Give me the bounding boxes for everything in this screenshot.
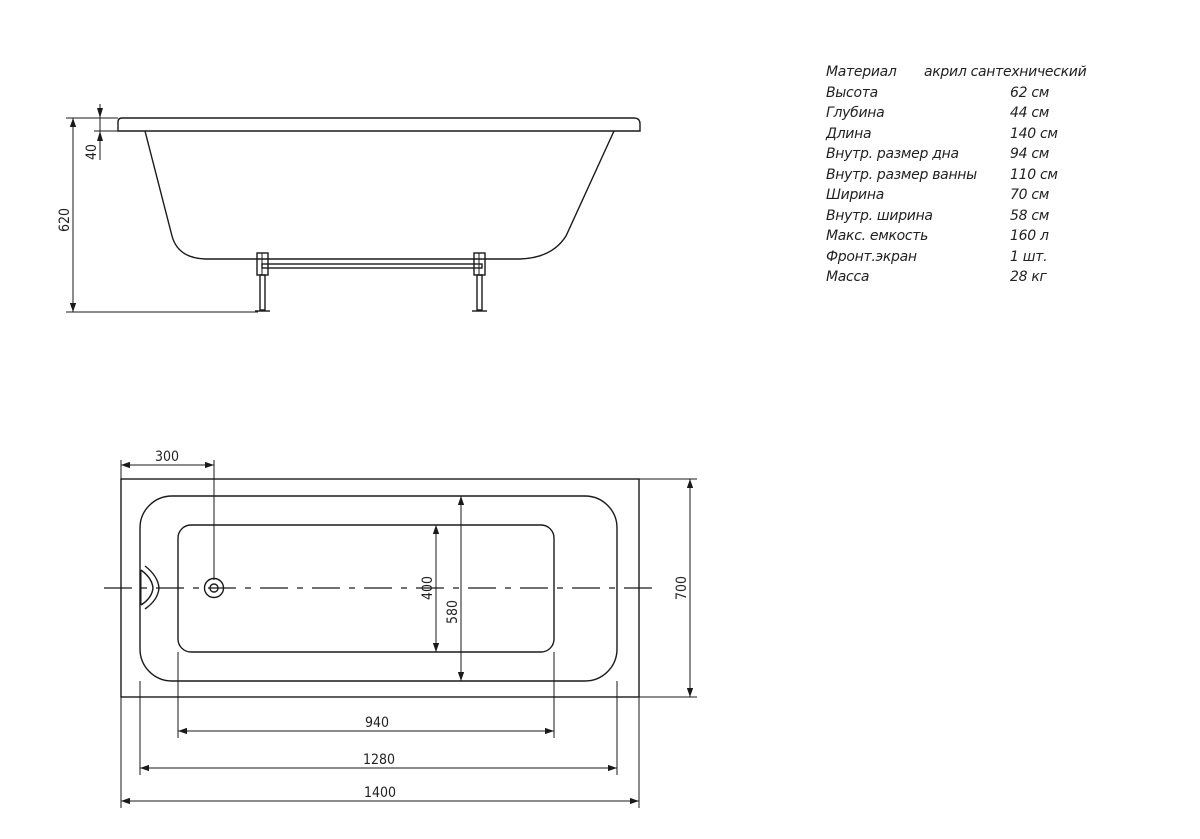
frame-bar bbox=[261, 263, 483, 269]
spec-label: Фронт.экран bbox=[826, 248, 917, 265]
dim-620: 620 bbox=[57, 208, 73, 232]
spec-value: 110 см bbox=[1010, 166, 1058, 183]
side-rim bbox=[117, 117, 641, 132]
spec-value: 160 л bbox=[1010, 228, 1049, 244]
spec-label: Масса bbox=[826, 269, 870, 285]
spec-value: 70 см bbox=[1010, 187, 1050, 203]
side-body bbox=[144, 130, 615, 260]
dim-940: 940 bbox=[365, 715, 389, 731]
spec-label: Внутр. ширина bbox=[826, 207, 933, 224]
spec-value: 1 шт. bbox=[1010, 248, 1048, 265]
left-leg bbox=[255, 252, 270, 312]
spec-row: Фронт.экран 1 шт. bbox=[826, 247, 1076, 268]
spec-label: Длина bbox=[826, 125, 872, 142]
spec-label: Внутр. размер дна bbox=[826, 146, 959, 162]
spec-label: Материал bbox=[826, 64, 897, 80]
spec-value: 94 см bbox=[1010, 146, 1050, 162]
dim-1400: 1400 bbox=[364, 785, 396, 801]
side-view: 620 40 bbox=[57, 104, 641, 313]
top-view: 300 400 580 700 940 1280 1400 bbox=[104, 449, 697, 808]
dim-700: 700 bbox=[674, 576, 690, 600]
dim-400: 400 bbox=[420, 576, 436, 600]
spec-row: Высота 62 см bbox=[826, 83, 1076, 104]
spec-row: Макс. емкость 160 л bbox=[826, 226, 1076, 247]
spec-label: Глубина bbox=[826, 105, 885, 121]
spec-label: Высота bbox=[826, 84, 878, 101]
spec-row: Масса 28 кг bbox=[826, 267, 1076, 288]
spec-label: Ширина bbox=[826, 187, 884, 203]
spec-value: 44 см bbox=[1010, 105, 1050, 121]
overflow-icon bbox=[140, 565, 160, 610]
spec-row: Внутр. ширина 58 см bbox=[826, 206, 1076, 227]
spec-row: Материал акрил сантехнический bbox=[826, 62, 1087, 83]
spec-value: акрил сантехнический bbox=[924, 64, 1087, 80]
spec-row: Ширина 70 см bbox=[826, 185, 1076, 206]
spec-value: 140 см bbox=[1010, 125, 1058, 142]
top-bowl bbox=[139, 495, 618, 682]
spec-row: Внутр. размер ванны 110 см bbox=[826, 165, 1076, 186]
spec-value: 58 см bbox=[1010, 207, 1050, 224]
dim-580: 580 bbox=[445, 600, 461, 624]
spec-row: Длина 140 см bbox=[826, 124, 1076, 145]
spec-value: 62 см bbox=[1010, 84, 1050, 101]
dim-1280: 1280 bbox=[363, 752, 395, 768]
right-leg bbox=[472, 252, 487, 312]
spec-label: Внутр. размер ванны bbox=[826, 166, 977, 183]
spec-value: 28 кг bbox=[1010, 269, 1047, 285]
dim-300: 300 bbox=[155, 449, 179, 465]
dim-40: 40 bbox=[84, 144, 100, 160]
spec-row: Внутр. размер дна 94 см bbox=[826, 144, 1076, 165]
spec-row: Глубина 44 см bbox=[826, 103, 1076, 124]
spec-label: Макс. емкость bbox=[826, 228, 929, 244]
